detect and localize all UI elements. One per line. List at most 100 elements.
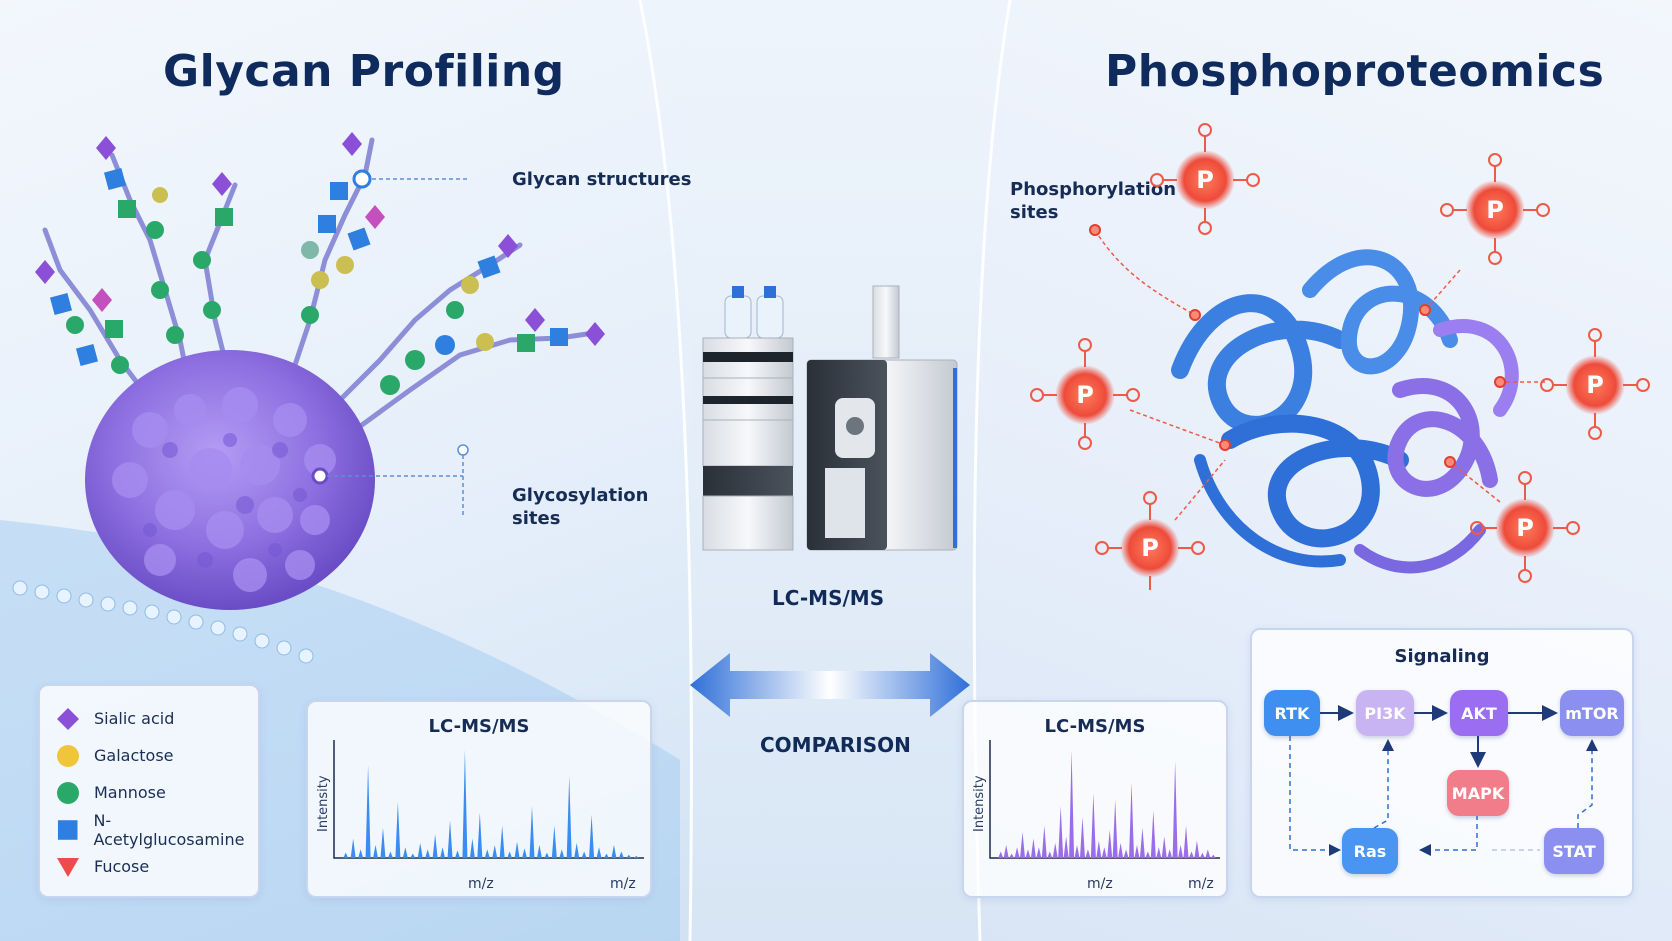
node-akt: AKT: [1450, 690, 1508, 736]
spectrum-peak: [1047, 851, 1053, 858]
spectrum-peak: [566, 775, 572, 858]
spectrum-peak: [1063, 836, 1069, 858]
circle-icon: [57, 744, 79, 767]
glycan-structures-callout: Glycan structures: [512, 169, 692, 190]
spectrum-peak: [1129, 782, 1135, 858]
spectrum-peak: [1205, 849, 1211, 858]
glycan-legend: Sialic acid Galactose Mannose N-Acetylgl…: [38, 684, 260, 898]
spectrum-peak: [1210, 854, 1216, 858]
x-axis-label-end: m/z: [610, 876, 636, 892]
spectrum-peak: [1058, 806, 1064, 858]
spectrum-peak: [380, 827, 386, 858]
lc-ms-instrument: [702, 285, 958, 551]
spectrum-peak: [350, 838, 356, 858]
spectrum-peak: [1009, 853, 1015, 858]
spectrum-peak: [1020, 832, 1026, 858]
spectrum-peak: [1199, 852, 1205, 858]
instrument-label: LC-MS/MS: [772, 586, 885, 610]
spectrum-peak: [551, 825, 557, 858]
node-ras: Ras: [1342, 828, 1398, 874]
spectrum-peak: [469, 838, 475, 858]
spectrum-peak: [626, 854, 632, 858]
spectrum-peak: [574, 842, 580, 858]
x-axis-label-mid: m/z: [468, 876, 494, 892]
spectrum-peak: [1178, 845, 1184, 858]
legend-row-sialic-acid: Sialic acid: [40, 700, 258, 737]
spectrum-peak: [425, 849, 431, 858]
circle-icon: [57, 781, 79, 804]
spectrum-peak: [1025, 849, 1031, 858]
double-arrow-icon: [690, 653, 970, 717]
spectrum-peak: [1156, 847, 1162, 858]
spectrum-peak: [514, 841, 520, 858]
spectrum-peak: [1150, 810, 1156, 858]
spectrum-peak: [1096, 840, 1102, 858]
chart-title: LC-MS/MS: [428, 716, 530, 737]
node-rtk: RTK: [1264, 690, 1320, 736]
svg-text:P: P: [1141, 534, 1159, 562]
spectrum-peak: [454, 850, 460, 858]
glycoprotein-illustration: [35, 132, 605, 610]
phospho-ms-chart: LC-MS/MS Intensity m/z m/z: [962, 700, 1228, 898]
spectrum-peak: [998, 851, 1004, 858]
axes: [333, 740, 644, 859]
spectrum-peak: [1041, 825, 1047, 858]
spectrum-peak: [589, 814, 595, 858]
glycosylation-sites-line1: Glycosylation: [512, 485, 649, 506]
spectrum-peak: [499, 825, 505, 858]
spectrum-peak: [611, 845, 617, 858]
triangle-icon: [57, 857, 79, 877]
spectrum-peak: [522, 848, 528, 858]
glycan-ms-chart: LC-MS/MS Intensity m/z m/z: [306, 700, 652, 898]
spectrum-peak: [1090, 793, 1096, 858]
spectrum-peak: [477, 812, 483, 858]
spectrum-peak: [1112, 799, 1118, 858]
spectrum-peak: [1014, 847, 1020, 858]
spectrum-peak: [365, 765, 371, 858]
node-stat: STAT: [1544, 828, 1604, 874]
spectrum-peak: [1183, 825, 1189, 858]
x-axis-label-end: m/z: [1188, 876, 1214, 892]
legend-label: Fucose: [94, 857, 150, 876]
phosphorylation-sites-line2: sites: [1010, 202, 1059, 223]
spectrum-peak: [1172, 760, 1178, 858]
legend-row-fucose: Fucose: [40, 848, 258, 885]
node-mtor: mTOR: [1560, 690, 1624, 736]
glycan-profiling-title: Glycan Profiling: [163, 46, 565, 97]
spectrum-peak: [1161, 836, 1167, 858]
phosphorylation-sites-line1: Phosphorylation: [1010, 179, 1177, 200]
phospho-spectrum: [989, 740, 1220, 859]
phosphoprotein-illustration: P P P P P P: [1030, 123, 1650, 590]
x-axis-label-mid: m/z: [1087, 876, 1113, 892]
legend-row-galactose: Galactose: [40, 737, 258, 774]
spectrum-peak: [395, 801, 401, 858]
spectrum-peak: [529, 806, 535, 858]
node-pi3k: PI3K: [1356, 690, 1414, 736]
spectrum-peak: [1139, 827, 1145, 858]
y-axis-label: Intensity: [972, 775, 987, 832]
signaling-title: Signaling: [1394, 646, 1490, 667]
svg-text:P: P: [1516, 514, 1534, 542]
spectrum-peak: [1069, 750, 1075, 858]
spectrum-peak: [387, 851, 393, 858]
spectrum-peak: [596, 847, 602, 858]
spectrum-peak: [1145, 851, 1151, 858]
spectrum-peak: [603, 853, 609, 858]
square-icon: [57, 819, 78, 840]
spectrum-peak: [432, 834, 438, 858]
spectrum-peak: [544, 852, 550, 858]
spectrum-peak: [1118, 842, 1124, 858]
legend-label: Galactose: [94, 746, 174, 765]
spectrum-peak: [417, 842, 423, 858]
spectrum-peak: [536, 845, 542, 858]
legend-label: Mannose: [94, 783, 166, 802]
spectrum-peak: [358, 849, 364, 858]
spectrum-peak: [343, 852, 349, 858]
spectrum-peak: [1052, 842, 1058, 858]
spectrum-peak: [1079, 816, 1085, 858]
spectrum-peak: [1085, 849, 1091, 858]
chart-title: LC-MS/MS: [1044, 716, 1146, 737]
legend-label: Sialic acid: [94, 709, 175, 728]
comparison-label: COMPARISON: [760, 733, 911, 757]
spectrum-peak: [1003, 845, 1009, 858]
